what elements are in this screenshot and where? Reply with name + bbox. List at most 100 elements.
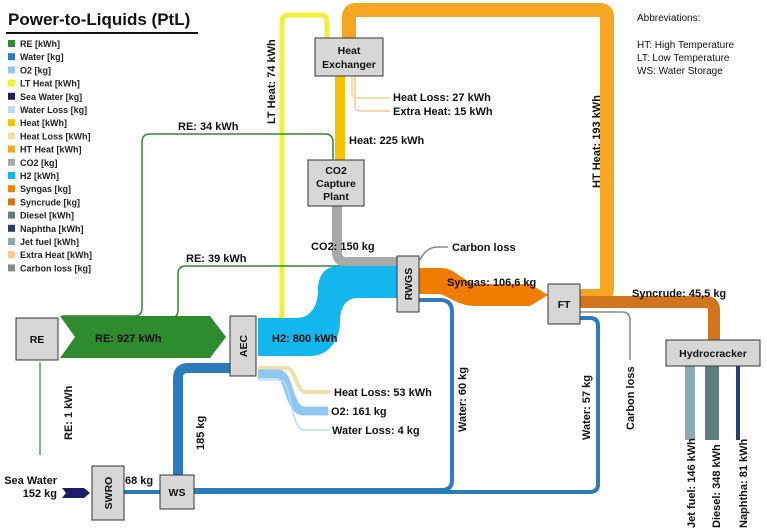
- water-60-flow: [194, 298, 454, 492]
- diagram-title: Power-to-Liquids (PtL): [8, 10, 190, 29]
- h2-flow: [258, 266, 397, 356]
- label-h2: H2: 800 kWh: [272, 333, 338, 345]
- node-ws: WS: [159, 474, 195, 510]
- label-water-68: 68 kg: [125, 475, 153, 487]
- legend-swatch: [8, 172, 15, 179]
- node-heat-exchanger-label-2: Exchanger: [322, 59, 376, 71]
- abbreviations: Abbreviations: HT: High Temperature LT: …: [637, 13, 735, 77]
- legend-item-label: Jet fuel [kWh]: [20, 237, 79, 247]
- abbreviation-ws: WS: Water Storage: [637, 66, 723, 77]
- carbon-loss-ft-flow: [580, 311, 631, 360]
- syncrude-flow: [580, 296, 720, 340]
- legend-item-label: Naphtha [kWh]: [20, 224, 84, 234]
- node-co2-capture-label-3: Plant: [323, 191, 349, 203]
- legend-swatch: [8, 224, 15, 232]
- legend-swatch: [8, 264, 15, 272]
- node-heat-exchanger: Heat Exchanger: [314, 37, 384, 77]
- legend-item-label: Heat Loss [kWh]: [20, 131, 91, 141]
- label-carbon-loss-rwgs: Carbon loss: [452, 242, 516, 254]
- legend-item-label: Water [kg]: [20, 52, 64, 62]
- legend-swatch: [8, 106, 15, 113]
- carbon-loss-rwgs-flow: [419, 246, 448, 261]
- legend-item-label: LT Heat [kWh]: [20, 79, 80, 89]
- node-ft: FT: [547, 283, 581, 325]
- legend-item-label: HT Heat [kWh]: [20, 145, 82, 155]
- water-loss-flow: [258, 379, 330, 431]
- node-ws-label: WS: [169, 487, 186, 499]
- node-hydrocracker: Hydrocracker: [665, 339, 761, 367]
- label-sea-water-2: 152 kg: [23, 488, 57, 500]
- label-water-60: Water: 60 kg: [457, 367, 469, 432]
- legend-swatch: [8, 132, 15, 140]
- legend-item-label: Syngas [kg]: [20, 184, 71, 194]
- label-ht-heat: HT Heat: 193 kWh: [591, 95, 603, 188]
- heat-loss-53-flow: [258, 366, 330, 394]
- abbreviation-lt: LT: Low Temperature: [637, 53, 730, 64]
- legend-item-label: O2 [kg]: [20, 65, 51, 75]
- label-extra-heat: Extra Heat: 15 kWh: [393, 106, 493, 118]
- legend-swatch: [8, 53, 15, 61]
- legend-item-label: Syncrude [kg]: [20, 197, 80, 207]
- label-jet-fuel: Jet fuel: 146 kWh: [686, 438, 698, 528]
- node-ft-label: FT: [558, 299, 571, 311]
- legend-swatch: [8, 40, 15, 47]
- node-re-label: RE: [30, 334, 45, 346]
- node-heat-exchanger-label-1: Heat: [338, 45, 361, 57]
- extra-heat-flow: [354, 76, 390, 112]
- legend-swatch: [8, 251, 15, 259]
- legend-item-label: Extra Heat [kWh]: [20, 250, 92, 260]
- re-34-flow: [62, 133, 334, 317]
- legend-swatch: [8, 79, 15, 87]
- label-re-1: RE: 1 kWh: [63, 385, 75, 440]
- node-hydrocracker-label: Hydrocracker: [679, 348, 747, 360]
- node-co2-capture-label-2: Capture: [316, 178, 356, 190]
- re-main-flow: [60, 316, 226, 358]
- label-co2: CO2: 150 kg: [311, 241, 375, 253]
- legend-item-label: Sea Water [kg]: [20, 92, 82, 102]
- water-57-flow: [194, 316, 600, 494]
- heat-loss-27-flow: [351, 76, 390, 99]
- sea-water-flow: [62, 488, 90, 498]
- node-co2-capture-plant: CO2 Capture Plant: [307, 159, 365, 207]
- legend-swatch: [8, 66, 15, 74]
- node-aec: AEC: [229, 315, 257, 377]
- label-heat-225: Heat: 225 kWh: [349, 135, 424, 147]
- legend-item-label: Water Loss [kg]: [20, 105, 87, 115]
- label-o2: O2: 161 kg: [331, 406, 387, 418]
- node-aec-label: AEC: [238, 334, 250, 357]
- syngas-flow: [419, 268, 548, 306]
- legend-item-label: Heat [kWh]: [20, 118, 67, 128]
- node-re: RE: [15, 317, 59, 361]
- legend-item-label: CO2 [kg]: [20, 158, 58, 168]
- label-naphtha: Naphtha: 81 kWh: [738, 438, 750, 528]
- node-co2-capture-label-1: CO2: [325, 165, 347, 177]
- label-water-57: Water: 57 kg: [581, 375, 593, 440]
- label-heat-loss-53: Heat Loss: 53 kWh: [334, 387, 432, 399]
- legend-swatch: [8, 238, 15, 245]
- legend-swatch: [8, 145, 15, 153]
- legend-item-label: H2 [kWh]: [20, 171, 59, 181]
- co2-flow: [332, 206, 397, 267]
- legend-swatch: [8, 198, 15, 206]
- legend-swatch: [8, 158, 15, 166]
- label-diesel: Diesel: 348 kWh: [711, 444, 723, 528]
- legend-swatch: [8, 92, 15, 100]
- node-swro: SWRO: [91, 465, 125, 521]
- water-185-flow: [173, 363, 230, 475]
- label-re-39: RE: 39 kWh: [186, 253, 247, 265]
- legend-swatch: [8, 185, 15, 193]
- label-syncrude: Syncrude: 45,5 kg: [632, 288, 726, 300]
- node-rwgs: RWGS: [396, 255, 420, 313]
- label-lt-heat: LT Heat: 74 kWh: [266, 39, 278, 124]
- node-swro-label: SWRO: [103, 477, 115, 510]
- legend-item-label: RE [kWh]: [20, 39, 60, 49]
- ht-heat-flow: [342, 3, 614, 303]
- label-re-main: RE: 927 kWh: [95, 333, 162, 345]
- legend-item-label: Diesel [kWh]: [20, 211, 74, 221]
- legend-item-label: Carbon loss [kg]: [20, 263, 91, 273]
- label-heat-loss-27: Heat Loss: 27 kWh: [393, 92, 491, 104]
- abbreviations-heading: Abbreviations:: [637, 13, 700, 24]
- label-sea-water-1: Sea Water: [4, 475, 58, 487]
- label-syngas: Syngas: 106,6 kg: [447, 277, 536, 289]
